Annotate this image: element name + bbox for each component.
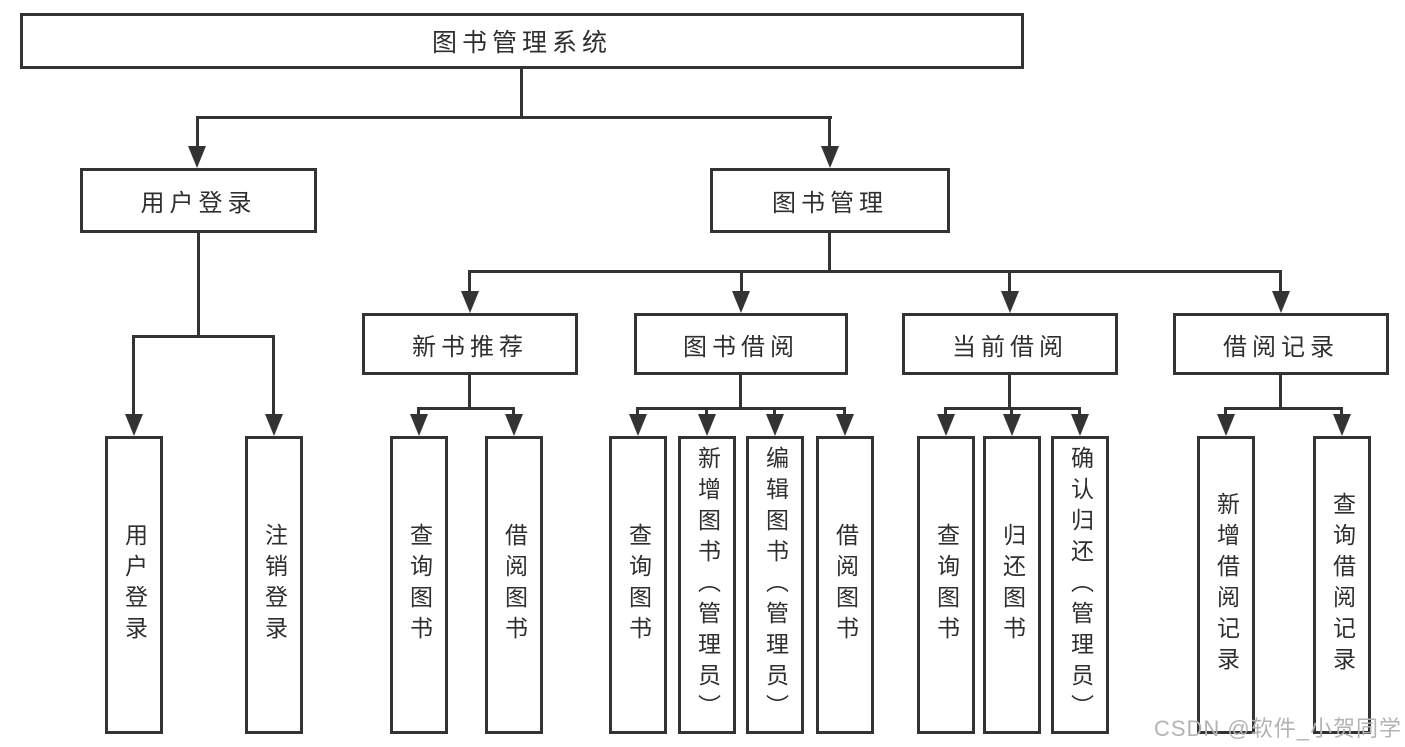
- connector-br-arm-2: [1340, 409, 1343, 416]
- connector-nbr-arm-2: [512, 409, 515, 416]
- arrow-to-cb-confirm: [1071, 414, 1089, 436]
- connector-cb-arm-2: [1010, 409, 1013, 416]
- node-root-label: 图书管理系统: [431, 29, 612, 57]
- connector-root-hline: [196, 116, 832, 119]
- node-user-login: 用户登录: [80, 168, 317, 233]
- leaf-bb-borrow-books: 借阅图书: [816, 436, 874, 734]
- node-book-management-label: 图书管理: [772, 190, 888, 217]
- arrow-to-bb-query: [629, 414, 647, 436]
- connector-bb-stem: [739, 375, 742, 409]
- arrow-to-new-book-recommend: [461, 291, 479, 313]
- csdn-watermark: CSDN @软件_小贺同学: [1153, 716, 1402, 741]
- node-book-borrow: 图书借阅: [634, 313, 848, 375]
- node-new-book-recommend-label: 新书推荐: [412, 333, 528, 361]
- connector-bb-arm-4: [843, 409, 846, 416]
- node-book-management: 图书管理: [710, 168, 950, 233]
- connector-user-login-hline: [132, 335, 275, 338]
- node-borrow-record: 借阅记录: [1173, 313, 1389, 375]
- leaf-cb-return-books: 归还图书: [983, 436, 1041, 734]
- connector-cb-stem: [1008, 375, 1011, 409]
- arrow-to-br-query: [1333, 414, 1351, 436]
- connector-book-mgmt-arm-3: [1008, 272, 1011, 293]
- leaf-bb-edit-books-admin-label: 编辑图书（管理员）: [762, 445, 789, 725]
- arrow-to-bb-edit: [766, 414, 784, 436]
- leaf-br-add-record-label: 新增借阅记录: [1213, 492, 1240, 678]
- connector-root-arm-left: [196, 118, 199, 148]
- leaf-bb-add-books-admin-label: 新增图书（管理员）: [694, 445, 721, 725]
- connector-bb-hline: [636, 407, 846, 410]
- connector-book-mgmt-hline: [468, 270, 1282, 273]
- arrow-to-book-management: [821, 146, 839, 168]
- arrow-to-bb-add: [698, 414, 716, 436]
- leaf-bb-add-books-admin: 新增图书（管理员）: [678, 436, 736, 734]
- leaf-bb-borrow-books-label: 借阅图书: [832, 523, 859, 647]
- connector-book-mgmt-arm-2: [740, 272, 743, 293]
- node-borrow-record-label: 借阅记录: [1223, 333, 1339, 361]
- leaf-nbr-query-books: 查询图书: [390, 436, 448, 734]
- arrow-to-cb-return: [1003, 414, 1021, 436]
- leaf-bb-query-books: 查询图书: [609, 436, 667, 734]
- connector-nbr-arm-1: [417, 409, 420, 416]
- connector-br-hline: [1224, 407, 1343, 410]
- leaf-cb-query-books: 查询图书: [917, 436, 975, 734]
- node-root: 图书管理系统: [20, 13, 1024, 69]
- leaf-br-add-record: 新增借阅记录: [1197, 436, 1255, 734]
- leaf-user-login: 用户登录: [105, 436, 163, 734]
- leaf-cb-confirm-return-admin-label: 确认归还（管理员）: [1067, 445, 1094, 725]
- leaf-nbr-borrow-books-label: 借阅图书: [501, 523, 528, 647]
- leaf-nbr-query-books-label: 查询图书: [406, 523, 433, 647]
- arrow-to-bb-borrow: [836, 414, 854, 436]
- connector-root-arm-right: [828, 118, 831, 148]
- node-user-login-label: 用户登录: [140, 190, 257, 217]
- connector-user-login-stem: [197, 233, 200, 338]
- leaf-bb-edit-books-admin: 编辑图书（管理员）: [746, 436, 804, 734]
- connector-nbr-hline: [417, 407, 515, 410]
- connector-cb-hline: [944, 407, 1081, 410]
- connector-user-login-arm-2: [272, 337, 275, 415]
- connector-cb-arm-1: [944, 409, 947, 416]
- leaf-user-login-label: 用户登录: [121, 523, 148, 647]
- arrow-to-cb-query: [937, 414, 955, 436]
- connector-nbr-stem: [468, 375, 471, 409]
- leaf-br-query-record: 查询借阅记录: [1313, 436, 1371, 734]
- arrow-to-nbr-query: [410, 414, 428, 436]
- arrow-to-user-login: [188, 146, 206, 168]
- connector-bb-arm-2: [705, 409, 708, 416]
- leaf-logout: 注销登录: [245, 436, 303, 734]
- leaf-br-query-record-label: 查询借阅记录: [1329, 492, 1356, 678]
- leaf-cb-confirm-return-admin: 确认归还（管理员）: [1051, 436, 1109, 734]
- connector-br-arm-1: [1224, 409, 1227, 416]
- arrow-to-current-borrow: [1001, 291, 1019, 313]
- connector-user-login-arm-1: [132, 337, 135, 415]
- connector-root-stem: [520, 68, 523, 118]
- arrow-to-br-add: [1217, 414, 1235, 436]
- node-current-borrow: 当前借阅: [902, 313, 1118, 375]
- connector-bb-arm-3: [773, 409, 776, 416]
- connector-book-mgmt-arm-1: [468, 272, 471, 293]
- node-current-borrow-label: 当前借阅: [952, 333, 1068, 361]
- leaf-logout-label: 注销登录: [261, 523, 288, 647]
- arrow-to-book-borrow: [732, 291, 750, 313]
- leaf-bb-query-books-label: 查询图书: [625, 523, 652, 647]
- node-book-borrow-label: 图书借阅: [683, 333, 799, 361]
- arrow-to-leaf-user-login: [125, 414, 143, 436]
- connector-book-mgmt-arm-4: [1279, 272, 1282, 293]
- connector-book-mgmt-stem: [828, 233, 831, 273]
- arrow-to-borrow-record: [1272, 291, 1290, 313]
- connector-bb-arm-1: [636, 409, 639, 416]
- leaf-cb-return-books-label: 归还图书: [999, 523, 1026, 647]
- arrow-to-nbr-borrow: [505, 414, 523, 436]
- node-new-book-recommend: 新书推荐: [362, 313, 578, 375]
- leaf-nbr-borrow-books: 借阅图书: [485, 436, 543, 734]
- arrow-to-leaf-logout: [265, 414, 283, 436]
- connector-cb-arm-3: [1078, 409, 1081, 416]
- connector-br-stem: [1279, 375, 1282, 409]
- leaf-cb-query-books-label: 查询图书: [933, 523, 960, 647]
